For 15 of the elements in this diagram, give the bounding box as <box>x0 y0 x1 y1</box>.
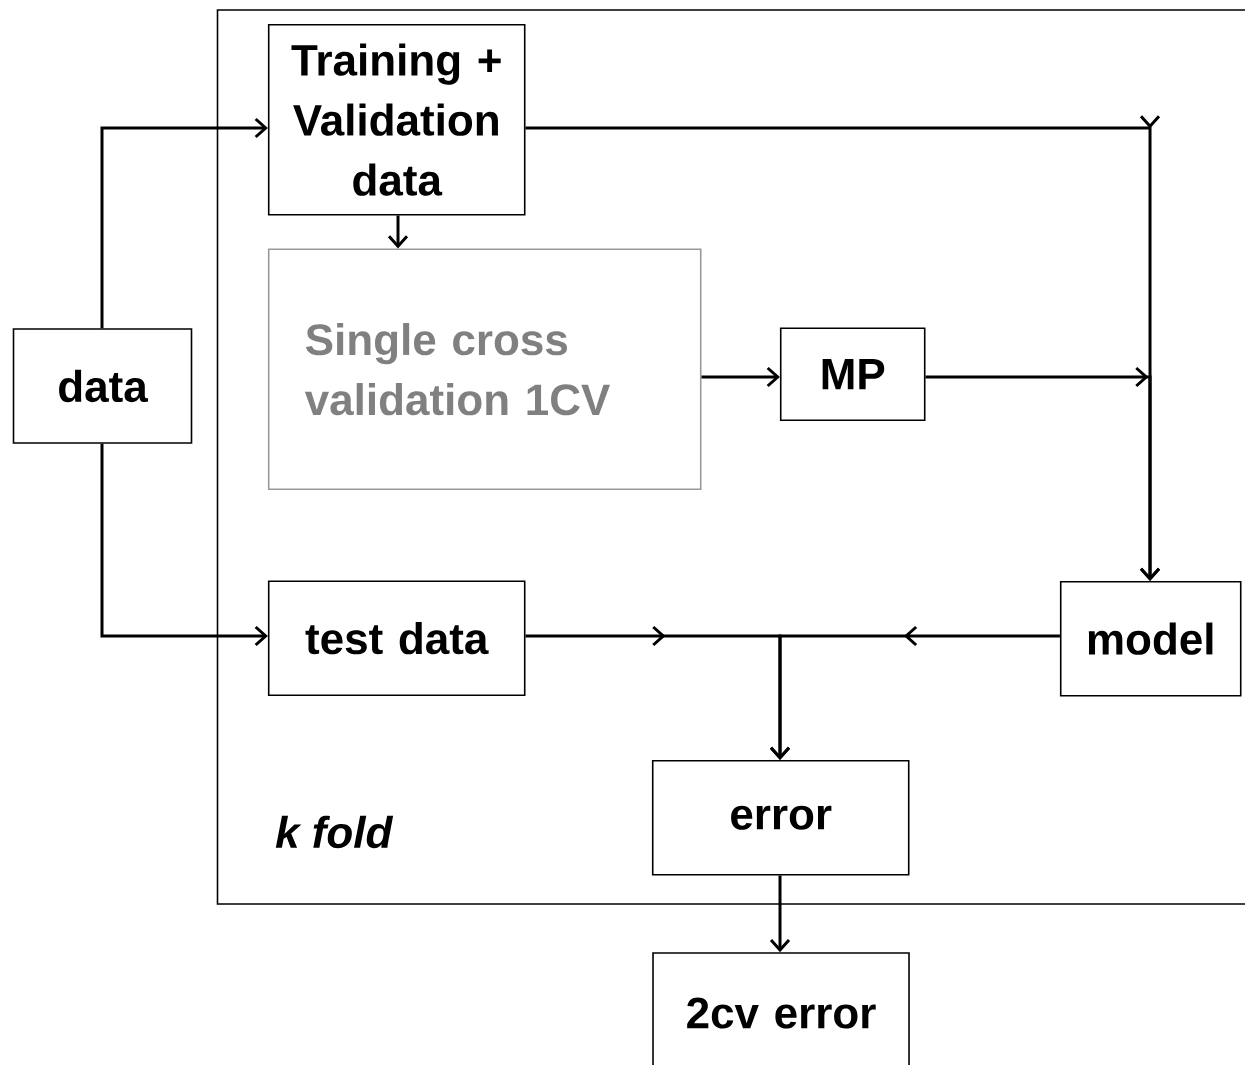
process-box: Single cross validation 1CV <box>267 248 702 490</box>
process-box: test data <box>267 580 526 696</box>
process-box: 2cv error <box>652 952 910 1065</box>
arrow <box>769 625 1060 760</box>
arrow <box>100 443 268 647</box>
process-box: error <box>651 759 910 876</box>
arrow <box>100 117 268 329</box>
process-box: MP <box>779 327 926 421</box>
process-box: data <box>12 328 193 444</box>
process-box: Training + Validation data <box>267 23 526 216</box>
arrow <box>387 215 409 249</box>
arrow <box>769 875 791 953</box>
arrow <box>701 366 780 388</box>
process-box: model <box>1059 580 1242 697</box>
arrow <box>925 366 1161 581</box>
